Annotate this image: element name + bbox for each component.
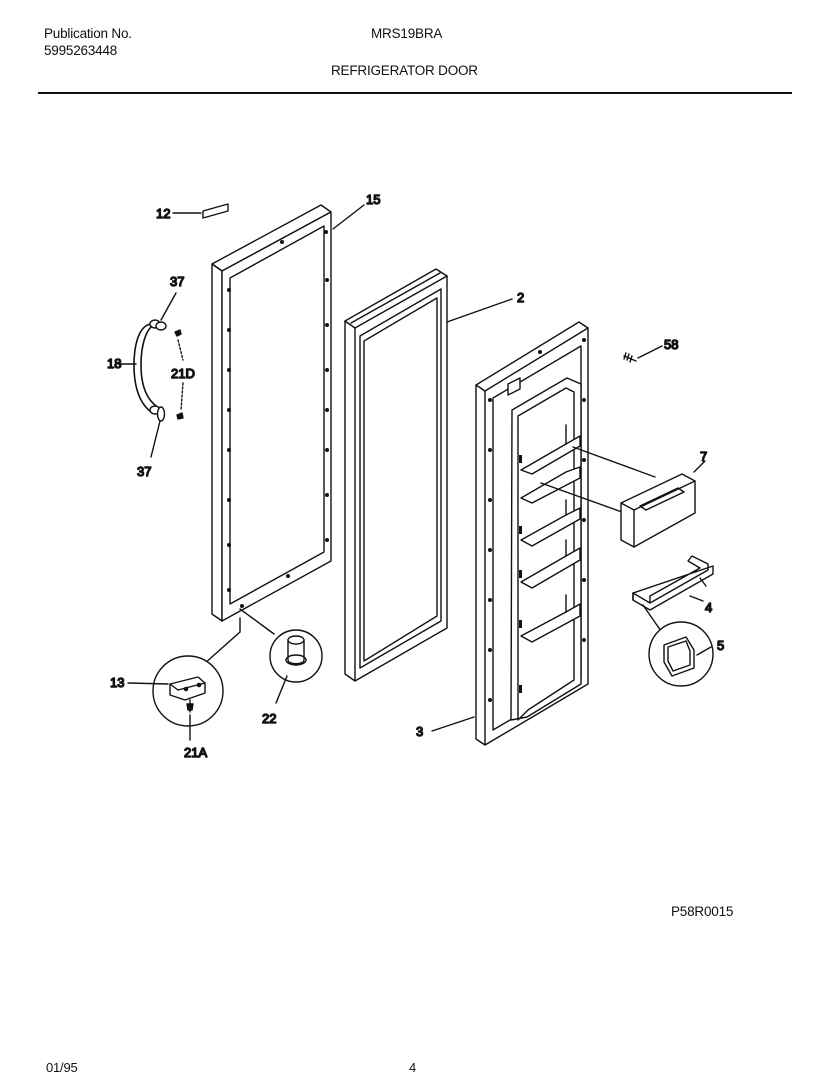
part-58-screw xyxy=(623,345,663,363)
callout-15: 15 xyxy=(366,192,380,207)
part-12-nameplate xyxy=(172,203,229,219)
part-5-end-cap xyxy=(642,604,714,687)
callout-4: 4 xyxy=(705,600,712,615)
publication-label: Publication No. xyxy=(44,26,132,41)
callout-58: 58 xyxy=(664,337,678,352)
callout-13: 13 xyxy=(110,675,124,690)
callout-3: 3 xyxy=(416,724,423,739)
callout-22: 22 xyxy=(262,711,276,726)
callout-18: 18 xyxy=(107,356,121,371)
page-number: 4 xyxy=(409,1060,417,1075)
header-rule xyxy=(38,92,792,94)
publication-number: 5995263448 xyxy=(44,43,118,58)
model-number: MRS19BRA xyxy=(371,26,443,41)
callout-2: 2 xyxy=(517,290,524,305)
part-15-outer-door xyxy=(211,204,365,622)
callout-7: 7 xyxy=(700,449,707,464)
part-22-bushing xyxy=(239,608,323,704)
section-title: REFRIGERATOR DOOR xyxy=(331,63,478,78)
footer-date: 01/95 xyxy=(46,1060,78,1075)
part-3-inner-door-liner xyxy=(431,321,656,746)
diagram-id: P58R0015 xyxy=(671,904,734,919)
part-18-door-handle xyxy=(117,292,184,458)
callout-12: 12 xyxy=(156,206,170,221)
callout-21a: 21A xyxy=(184,745,207,760)
cropped-header-fragment: ▔▔▔▔▔▔▔▔ xyxy=(636,0,724,9)
callout-5: 5 xyxy=(717,638,724,653)
part-2-door-gasket xyxy=(344,268,513,682)
callout-37-top: 37 xyxy=(170,274,184,289)
part-4-shelf-rail xyxy=(632,555,714,611)
callout-37-bottom: 37 xyxy=(137,464,151,479)
part-7-dairy-door xyxy=(620,460,706,548)
callout-21d: 21D xyxy=(171,366,195,381)
part-13-hinge xyxy=(127,617,241,741)
